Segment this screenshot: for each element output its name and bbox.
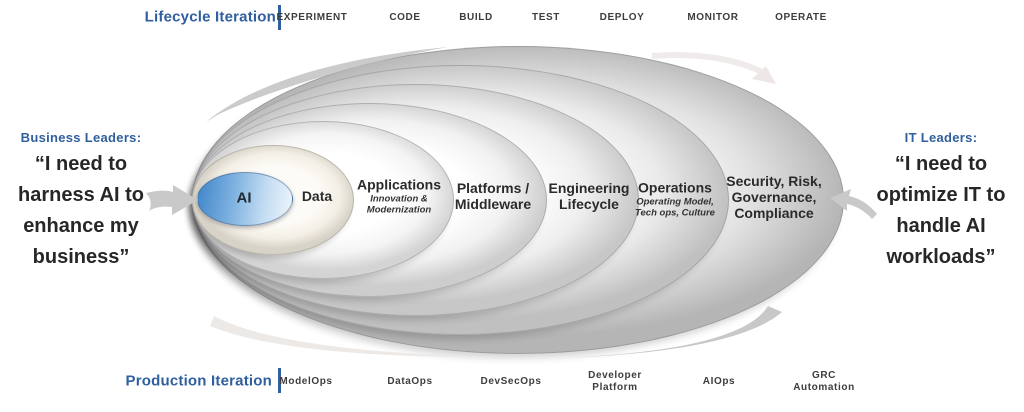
production-divider-bar bbox=[278, 368, 281, 393]
ring-ai bbox=[197, 172, 293, 226]
it-leaders-quote: “I need to optimize IT to handle AI work… bbox=[876, 153, 1006, 268]
stage-code: CODE bbox=[389, 12, 421, 23]
label-applications-title: Applications bbox=[356, 176, 442, 193]
label-platforms-middleware: Platforms / Middleware bbox=[454, 180, 532, 212]
stage-dataops: DataOps bbox=[387, 376, 433, 387]
label-security-risk-governance: Security, Risk, Governance, Compliance bbox=[726, 173, 822, 221]
stage-operate: OPERATE bbox=[775, 12, 827, 23]
stage-modelops: ModelOps bbox=[279, 376, 333, 387]
business-leaders-heading: Business Leaders: bbox=[20, 130, 142, 145]
label-engineering-lifecycle: Engineering Lifecycle bbox=[548, 180, 630, 212]
stage-grc-automation: GRC Automation bbox=[793, 370, 855, 393]
lifecycle-iteration-title: Lifecycle Iteration bbox=[144, 8, 276, 26]
stage-build: BUILD bbox=[459, 12, 493, 23]
it-leaders-heading: IT Leaders: bbox=[904, 130, 978, 145]
stage-monitor: MONITOR bbox=[687, 12, 739, 23]
label-applications-subtitle: Innovation & Modernization bbox=[366, 193, 432, 216]
stage-devsecops: DevSecOps bbox=[480, 376, 542, 387]
label-applications: Applications Innovation & Modernization bbox=[357, 162, 441, 233]
production-iteration-title: Production Iteration bbox=[125, 372, 272, 390]
stage-developer-platform: Developer Platform bbox=[588, 370, 642, 393]
stage-experiment: EXPERIMENT bbox=[276, 12, 348, 23]
label-data: Data bbox=[301, 188, 333, 205]
stage-deploy: DEPLOY bbox=[599, 12, 645, 23]
lifecycle-divider-bar bbox=[278, 5, 281, 30]
business-leaders-quote: “I need to harness AI to enhance my busi… bbox=[18, 153, 144, 268]
label-operations-title: Operations bbox=[638, 179, 712, 196]
business-leaders-callout: Business Leaders: “I need to harness AI … bbox=[0, 130, 162, 273]
label-ai: AI bbox=[236, 189, 252, 207]
label-operations-subtitle: Operating Model, Tech ops, Culture bbox=[635, 196, 715, 219]
it-leaders-callout: IT Leaders: “I need to optimize IT to ha… bbox=[858, 130, 1024, 273]
stage-aiops: AIOps bbox=[702, 376, 736, 387]
iteration-arrowhead-top-right-icon bbox=[752, 66, 776, 84]
label-operations: Operations Operating Model, Tech ops, Cu… bbox=[635, 165, 715, 236]
stage-test: TEST bbox=[532, 12, 560, 23]
